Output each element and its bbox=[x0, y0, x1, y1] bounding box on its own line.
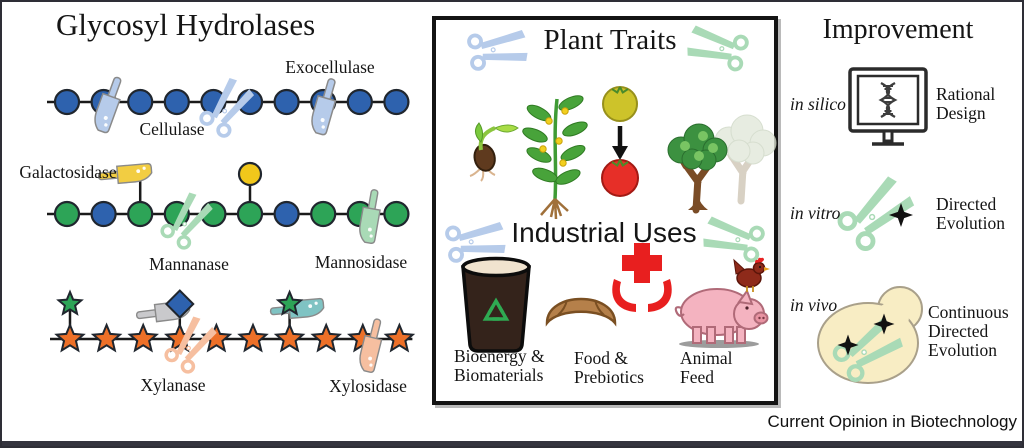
xylanase-label: Xylanase bbox=[140, 375, 206, 395]
rational-line2: Design bbox=[936, 103, 986, 123]
plant-traits-title: Plant Traits bbox=[543, 24, 677, 56]
trees-icon bbox=[667, 114, 777, 214]
continuous-line3: Evolution bbox=[928, 340, 998, 360]
seedling-icon bbox=[469, 122, 519, 182]
croissant-icon bbox=[545, 297, 617, 327]
cellulase-label: Cellulase bbox=[139, 119, 205, 139]
green-scissors-icon bbox=[160, 192, 213, 250]
tomato-ripening-icon bbox=[601, 86, 639, 197]
sugar-unit-star bbox=[310, 322, 342, 353]
mutation-star-icon bbox=[873, 313, 895, 335]
tomato-plant-icon bbox=[522, 95, 588, 220]
applications-box bbox=[432, 16, 778, 405]
in-vivo-scissors bbox=[832, 317, 903, 382]
sugar-unit-star bbox=[237, 322, 269, 353]
continuous-directed-evolution-label: Continuous Directed Evolution bbox=[928, 302, 1022, 360]
sugar-unit-star bbox=[127, 322, 159, 353]
mutation-star-icon bbox=[889, 203, 913, 227]
chicken-icon bbox=[733, 257, 770, 292]
green-cleaver-icon bbox=[359, 189, 381, 244]
sugar-unit bbox=[53, 88, 81, 116]
bottom-bar bbox=[2, 441, 1022, 446]
continuous-line2: Directed bbox=[928, 321, 989, 341]
xylan-chain bbox=[50, 304, 416, 353]
plant-traits-scissors-right bbox=[687, 25, 749, 72]
food-line1: Food & bbox=[574, 348, 628, 368]
sugar-unit bbox=[163, 88, 190, 116]
sugar-unit bbox=[127, 88, 154, 116]
in-vivo-label: in vivo bbox=[790, 295, 838, 315]
pig-icon bbox=[674, 288, 769, 348]
directed-line1: Directed bbox=[936, 194, 997, 214]
blue-scissors-icon bbox=[199, 77, 255, 138]
rational-line1: Rational bbox=[936, 84, 996, 104]
branch-star bbox=[275, 289, 304, 316]
continuous-line1: Continuous bbox=[928, 302, 1009, 322]
mannanase-label: Mannanase bbox=[149, 254, 229, 274]
sugar-unit-star bbox=[273, 322, 306, 353]
directed-line2: Evolution bbox=[936, 213, 1006, 233]
sugar-unit-star bbox=[54, 322, 86, 353]
monitor-dna-icon bbox=[848, 67, 928, 146]
branch-yellow-circle bbox=[237, 161, 263, 187]
rational-design-label: Rational Design bbox=[936, 85, 1021, 123]
bioenergy-label: Bioenergy & Biomaterials bbox=[454, 347, 566, 385]
sugar-unit bbox=[273, 88, 300, 116]
blue-cleaver-icon bbox=[311, 78, 337, 136]
dna-icon bbox=[878, 81, 898, 119]
blue-cleaver-icon bbox=[94, 76, 122, 134]
animal-line1: Animal bbox=[680, 348, 733, 368]
recycle-icon bbox=[482, 306, 500, 321]
animal-line2: Feed bbox=[680, 367, 715, 387]
journal-credit: Current Opinion in Biotechnology bbox=[767, 412, 1017, 431]
galactosidase-label: Galactosidase bbox=[19, 162, 117, 182]
sugar-unit bbox=[236, 200, 264, 228]
plant-traits-scissors-left bbox=[467, 30, 528, 71]
sugar-unit bbox=[383, 88, 410, 116]
salmon-cleaver-icon bbox=[359, 318, 383, 373]
xylosidase-label: Xylosidase bbox=[329, 376, 407, 396]
yellow-cleaver-icon bbox=[97, 162, 153, 185]
food-line2: Prebiotics bbox=[574, 367, 644, 387]
coffee-cup-icon bbox=[461, 256, 531, 353]
animal-feed-label: Animal Feed bbox=[680, 349, 762, 387]
red-cross-icon bbox=[622, 243, 662, 283]
mutation-star-icon bbox=[837, 334, 859, 356]
sugar-unit bbox=[90, 200, 117, 228]
exocellulase-label: Exocellulase bbox=[285, 57, 375, 77]
salmon-scissors-icon bbox=[164, 316, 217, 374]
mannosidase-label: Mannosidase bbox=[314, 252, 408, 272]
in-silico-label: in silico bbox=[790, 94, 846, 114]
sugar-unit bbox=[310, 200, 337, 228]
health-hands-icon bbox=[612, 243, 672, 312]
sugar-unit bbox=[346, 88, 373, 116]
sugar-unit bbox=[127, 200, 154, 228]
directed-evolution-label: Directed Evolution bbox=[936, 195, 1021, 233]
in-vitro-label: in vitro bbox=[790, 203, 841, 223]
branch-star bbox=[56, 289, 84, 316]
sugar-unit-star bbox=[90, 322, 123, 353]
bioenergy-line2: Biomaterials bbox=[454, 365, 544, 385]
sugar-unit-star bbox=[383, 322, 416, 353]
branch-diamond bbox=[164, 289, 195, 319]
industrial-scissors-right bbox=[703, 216, 765, 263]
sugar-unit bbox=[383, 200, 410, 228]
improvement-title: Improvement bbox=[822, 14, 974, 45]
left-panel-title: Glycosyl Hydrolases bbox=[56, 7, 316, 42]
food-label: Food & Prebiotics bbox=[574, 349, 666, 387]
sugar-unit bbox=[273, 200, 300, 228]
industrial-uses-title: Industrial Uses bbox=[511, 217, 697, 248]
industrial-scissors-left bbox=[445, 222, 506, 263]
bioenergy-line1: Bioenergy & bbox=[454, 346, 545, 366]
sugar-unit bbox=[53, 200, 81, 228]
